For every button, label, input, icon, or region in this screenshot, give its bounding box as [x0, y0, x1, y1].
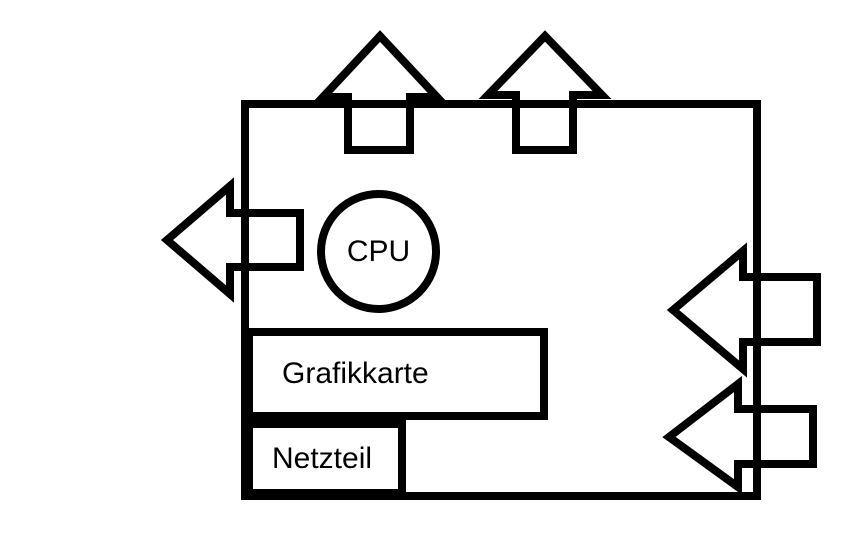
up-arrow-icon-top-left — [313, 30, 447, 154]
power-supply-label: Netzteil — [272, 441, 373, 475]
up-arrow-icon-top-right — [478, 30, 612, 154]
graphics-card-label: Grafikkarte — [282, 357, 429, 390]
cpu-label: CPU — [346, 234, 411, 268]
left-arrow-icon-right-lower — [662, 375, 817, 495]
power-supply-box: Netzteil — [245, 420, 406, 497]
left-arrow-icon-right-upper — [666, 242, 821, 378]
cpu-node: CPU — [317, 190, 440, 313]
left-arrow-icon-left-wall — [160, 177, 304, 303]
pc-case-outline — [241, 100, 761, 500]
graphics-card-box: Grafikkarte — [245, 328, 548, 420]
